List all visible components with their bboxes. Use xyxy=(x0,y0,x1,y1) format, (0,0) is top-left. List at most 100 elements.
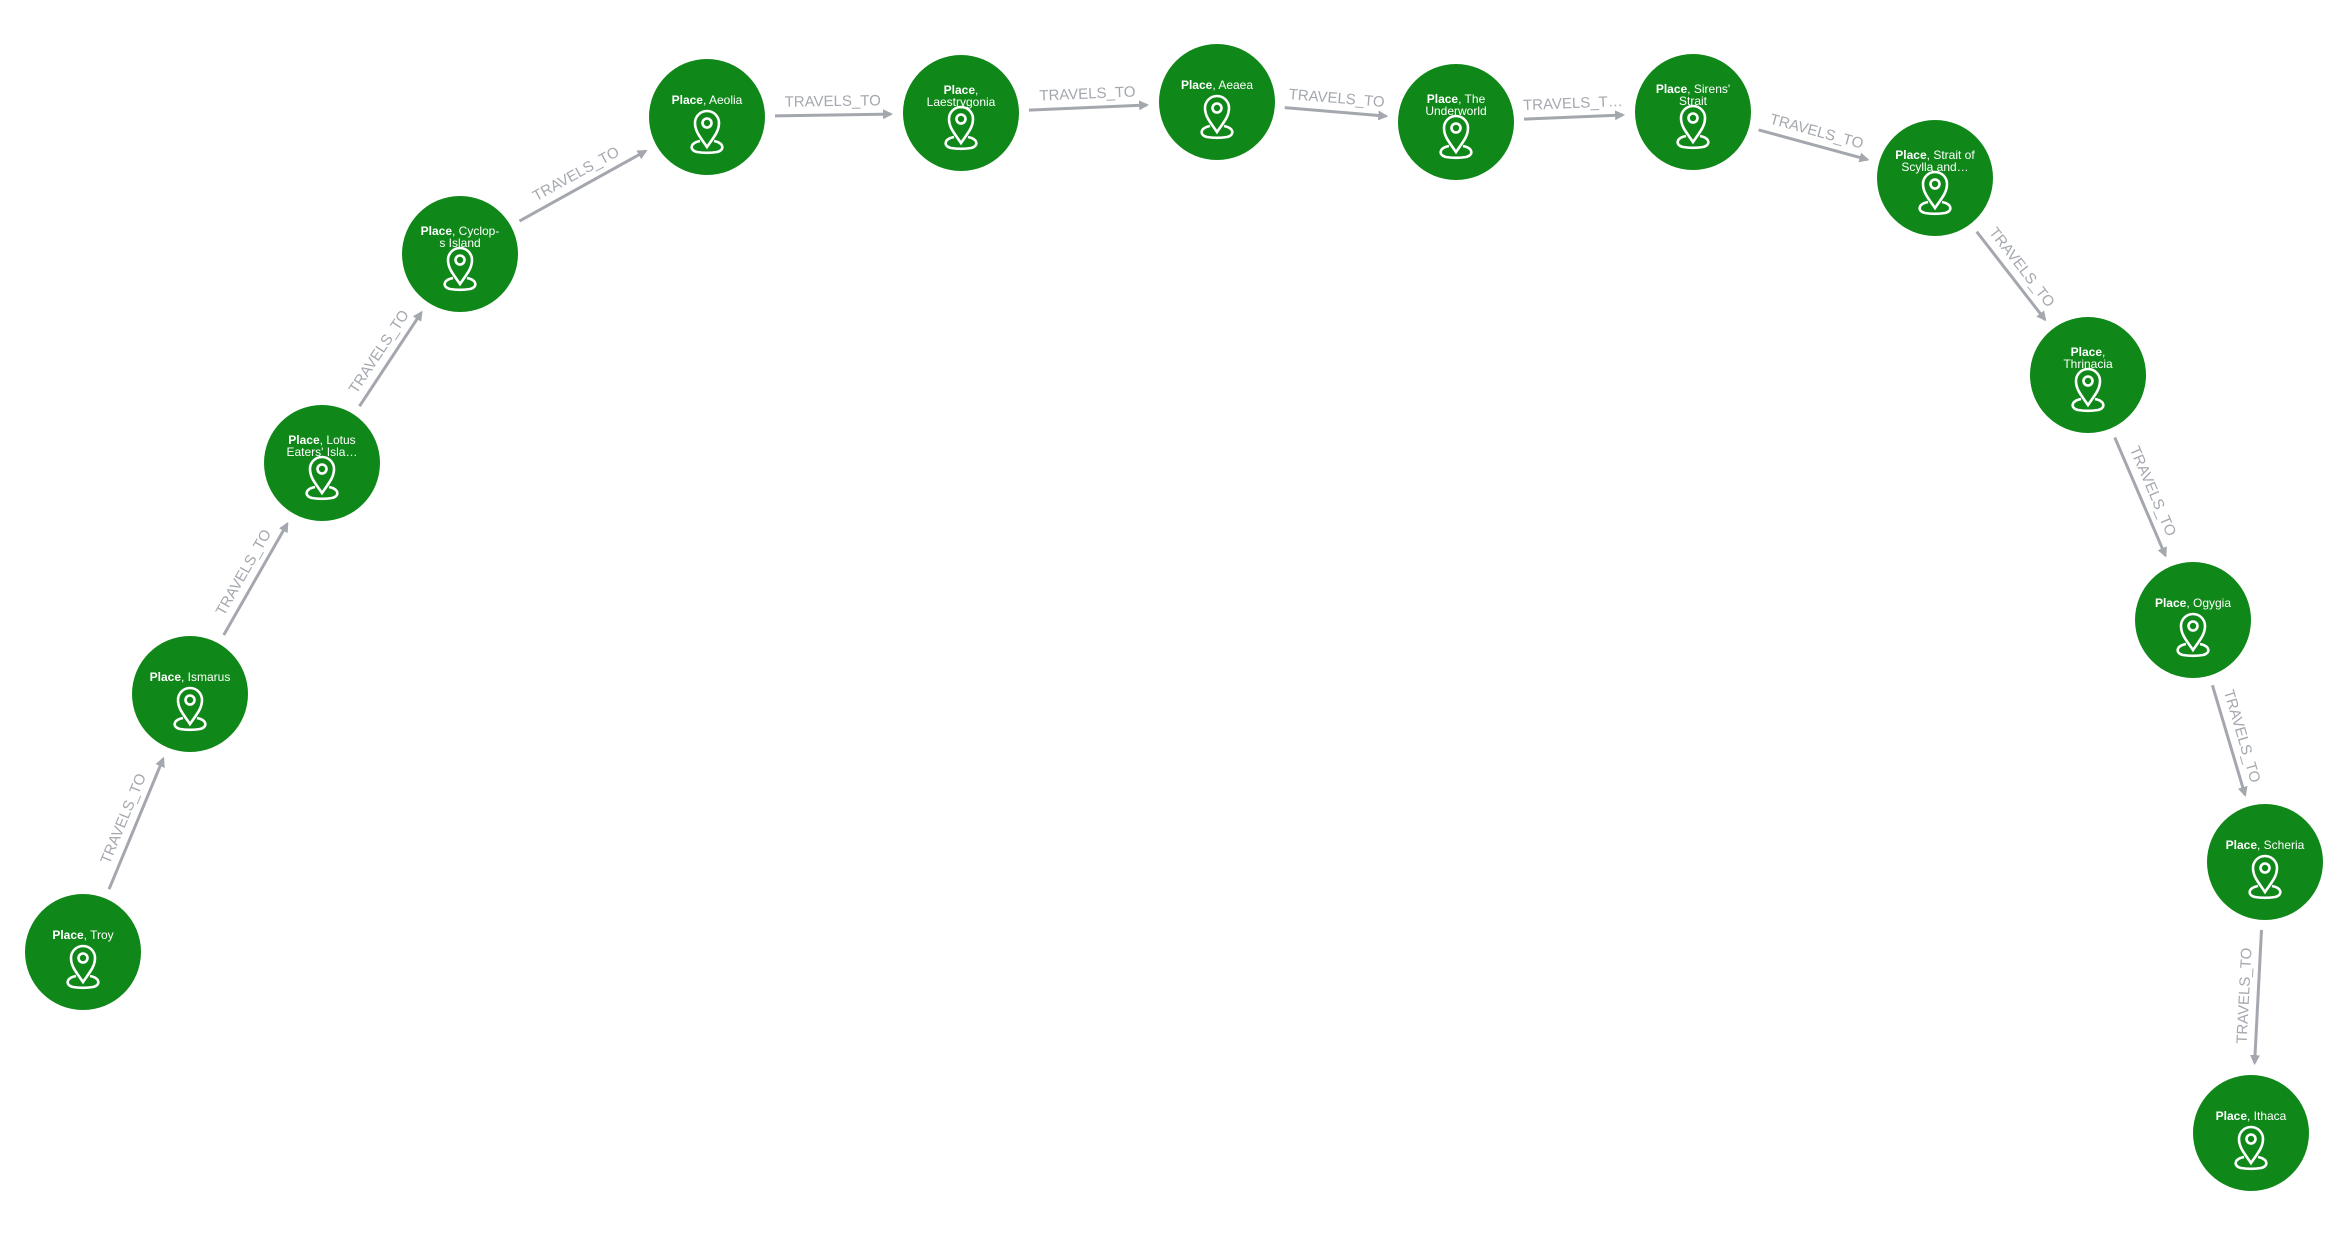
node-aeolia[interactable]: Place, Aeolia xyxy=(649,59,765,175)
node-kind: Place xyxy=(672,93,704,107)
node-kind: Place xyxy=(1181,78,1213,92)
node-caption-line: Laestrygonia xyxy=(927,95,996,109)
node-label: Underworld xyxy=(1425,104,1486,118)
edge-sirens-scylla[interactable]: TRAVELS_TO xyxy=(1758,111,1870,163)
node-label: Eaters' Isla… xyxy=(287,445,358,459)
node-aeaea[interactable]: Place, Aeaea xyxy=(1159,44,1275,160)
edge-label: TRAVELS_TO xyxy=(1985,224,2057,310)
node-caption-line: s Island xyxy=(439,236,480,250)
map-pin-icon xyxy=(1676,104,1710,150)
node-caption: Place, Scheria xyxy=(2226,838,2305,852)
node-circle xyxy=(25,894,141,1010)
edge-scylla-thrinacia[interactable]: TRAVELS_TO xyxy=(1975,224,2058,322)
node-circle xyxy=(2135,562,2251,678)
node-caption-line: Underworld xyxy=(1425,104,1486,118)
node-circle xyxy=(402,196,518,312)
node-caption: Place, The xyxy=(1427,92,1486,106)
edge-arrow xyxy=(107,756,165,890)
node-circle xyxy=(649,59,765,175)
node-label: , Cyclop- xyxy=(452,224,499,238)
node-sirens[interactable]: Place, Sirens'Strait xyxy=(1635,54,1751,170)
map-pin-icon xyxy=(305,455,339,501)
edge-aeaea-underworld[interactable]: TRAVELS_TO xyxy=(1284,86,1389,121)
edge-troy-ismarus[interactable]: TRAVELS_TO xyxy=(97,756,165,890)
node-caption: Place, Strait of xyxy=(1895,148,1975,162)
node-troy[interactable]: Place, Troy xyxy=(25,894,141,1010)
node-label: Thrinacia xyxy=(2063,357,2113,371)
edge-underworld-sirens[interactable]: TRAVELS_T… xyxy=(1523,93,1626,121)
node-kind: Place xyxy=(2226,838,2258,852)
node-circle xyxy=(2193,1075,2309,1191)
edge-arrow xyxy=(1284,106,1389,121)
map-pin-icon xyxy=(66,944,100,990)
edge-label: TRAVELS_TO xyxy=(2234,947,2256,1044)
node-label: , Lotus xyxy=(320,433,356,447)
node-laestrygonia[interactable]: Place,Laestrygonia xyxy=(903,55,1019,171)
node-kind: Place xyxy=(1427,92,1459,106)
node-label: , xyxy=(975,83,978,97)
node-caption: Place, Cyclop- xyxy=(421,224,500,238)
node-kind: Place xyxy=(288,433,320,447)
node-ogygia[interactable]: Place, Ogygia xyxy=(2135,562,2251,678)
edge-arrow xyxy=(1523,110,1626,121)
node-ithaca[interactable]: Place, Ithaca xyxy=(2193,1075,2309,1191)
edge-label: TRAVELS_TO xyxy=(1288,86,1385,111)
edge-cyclops-aeolia[interactable]: TRAVELS_TO xyxy=(518,143,648,223)
node-label: , Aeaea xyxy=(1212,78,1253,92)
edge-ogygia-scheria[interactable]: TRAVELS_TO xyxy=(2210,684,2264,797)
edge-lotus-cyclops[interactable]: TRAVELS_TO xyxy=(346,307,423,408)
node-kind: Place xyxy=(52,928,84,942)
edge-label: TRAVELS_TO xyxy=(785,92,881,111)
edge-label: TRAVELS_T… xyxy=(1523,93,1623,114)
node-kind: Place xyxy=(2071,345,2103,359)
node-label: s Island xyxy=(439,236,480,250)
edge-thrinacia-ogygia[interactable]: TRAVELS_TO xyxy=(2113,436,2179,558)
node-label: Laestrygonia xyxy=(927,95,996,109)
node-thrinacia[interactable]: Place,Thrinacia xyxy=(2030,317,2146,433)
edge-ismarus-lotus[interactable]: TRAVELS_TO xyxy=(213,522,289,636)
node-caption: Place, Troy xyxy=(52,928,113,942)
map-pin-icon xyxy=(2248,854,2282,900)
map-pin-icon xyxy=(1439,114,1473,160)
node-circle xyxy=(903,55,1019,171)
edge-arrow xyxy=(222,522,289,636)
edge-label: TRAVELS_TO xyxy=(346,307,413,397)
edge-scheria-ithaca[interactable]: TRAVELS_TO xyxy=(2234,929,2263,1066)
node-label: , Ismarus xyxy=(181,670,230,684)
edge-laestrygonia-aeaea[interactable]: TRAVELS_TO xyxy=(1028,83,1150,112)
edge-label: TRAVELS_TO xyxy=(530,143,622,205)
node-circle xyxy=(1398,64,1514,180)
map-pin-icon xyxy=(1200,94,1234,140)
node-caption: Place, Ismarus xyxy=(150,670,231,684)
node-circle xyxy=(1159,44,1275,160)
edge-arrow xyxy=(2250,929,2263,1066)
node-kind: Place xyxy=(1656,82,1688,96)
node-caption-line: Thrinacia xyxy=(2063,357,2113,371)
node-label: , The xyxy=(1458,92,1485,106)
edge-arrow xyxy=(774,109,894,120)
node-label: Strait xyxy=(1679,94,1708,108)
node-label: , Ithaca xyxy=(2247,1109,2287,1123)
map-pin-icon xyxy=(944,105,978,151)
node-caption-line: Eaters' Isla… xyxy=(287,445,358,459)
node-scheria[interactable]: Place, Scheria xyxy=(2207,804,2323,920)
node-circle xyxy=(1635,54,1751,170)
node-caption-line: Scylla and… xyxy=(1901,160,1968,174)
map-pin-icon xyxy=(2234,1125,2268,1171)
node-kind: Place xyxy=(2155,596,2187,610)
node-kind: Place xyxy=(1895,148,1927,162)
node-circle xyxy=(264,405,380,521)
node-circle xyxy=(1877,120,1993,236)
node-caption: Place, xyxy=(944,83,979,97)
edge-aeolia-laestrygonia[interactable]: TRAVELS_TO xyxy=(774,92,894,120)
map-pin-icon xyxy=(2176,612,2210,658)
node-label: , Ogygia xyxy=(2186,596,2231,610)
node-caption: Place, Ithaca xyxy=(2216,1109,2287,1123)
node-ismarus[interactable]: Place, Ismarus xyxy=(132,636,248,752)
node-cyclops[interactable]: Place, Cyclop-s Island xyxy=(402,196,518,312)
